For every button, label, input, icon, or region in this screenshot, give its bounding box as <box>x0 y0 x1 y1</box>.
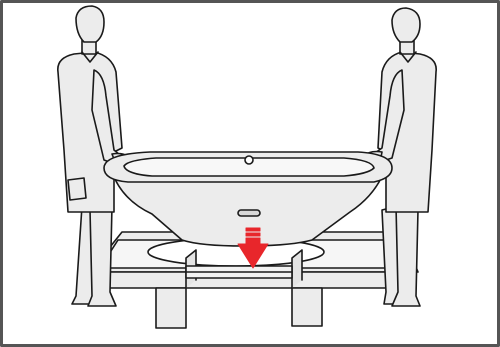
instruction-figure <box>0 0 500 347</box>
installation-illustration <box>0 0 500 347</box>
